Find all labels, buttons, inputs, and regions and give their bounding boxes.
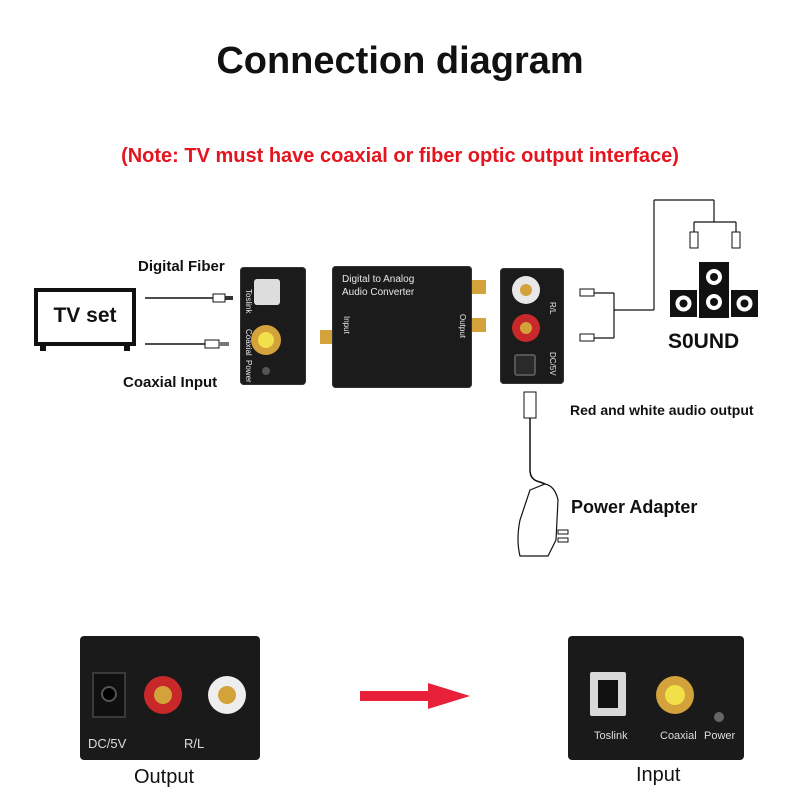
input-coaxial-port-icon (656, 676, 694, 714)
coaxial-port-icon (251, 325, 281, 355)
input-toslink-port-icon (590, 672, 626, 716)
converter-rca-side-1-icon (472, 280, 486, 294)
output-photo-dc-label: DC/5V (88, 736, 127, 751)
output-panel-view: R/L DC/5V (500, 268, 564, 384)
adapter-prong-2 (557, 537, 569, 543)
fiber-plug-tip (225, 296, 233, 300)
right-arrow-icon (360, 683, 470, 709)
rca-white-port-icon (512, 276, 540, 304)
coaxial-label-front: Coaxial (244, 329, 253, 356)
input-photo-power-label: Power (704, 730, 736, 742)
output-dc-jack-icon (92, 672, 126, 718)
input-photo-toslink-label: Toslink (594, 730, 628, 742)
output-rca-red-icon (144, 676, 182, 714)
toslink-label-front: Toslink (244, 289, 253, 314)
adapter-prong-1 (557, 529, 569, 535)
power-cable (529, 418, 546, 485)
converter-box: Digital to Analog Audio Converter Input … (332, 266, 472, 388)
tv-stand-right (124, 345, 130, 351)
note-text: (Note: TV must have coaxial or fiber opt… (121, 145, 679, 167)
coaxial-plug-icon (204, 339, 220, 349)
converter-top-text-1: Digital to Analog (342, 274, 415, 285)
power-led-icon (262, 367, 270, 375)
dc-plug-icon (523, 391, 537, 419)
converter-top-text-2: Audio Converter (342, 287, 415, 298)
input-photo-coaxial-label: Coaxial (660, 730, 697, 742)
speaker-plug-left-icon (689, 231, 699, 249)
coaxial-plug-tip (219, 342, 229, 346)
coaxial-input-label: Coaxial Input (123, 374, 218, 391)
output-photo-rl-label: R/L (184, 736, 205, 751)
sound-label: S0UND (668, 330, 740, 353)
speaker-plug-right-icon (731, 231, 741, 249)
dc-port-icon (514, 354, 536, 376)
converter-rca-side-2-icon (472, 318, 486, 332)
power-adapter-icon (517, 483, 559, 557)
tv-label: TV set (53, 304, 117, 327)
rca-plug-red-icon (579, 333, 595, 342)
output-rca-white-icon (208, 676, 246, 714)
fiber-plug-icon (212, 293, 226, 303)
rca-red-port-icon (512, 314, 540, 342)
converter-coax-side-icon (320, 330, 332, 344)
toslink-port-icon (254, 279, 280, 305)
power-adapter-label: Power Adapter (571, 497, 698, 517)
tv-stand-left (40, 345, 46, 351)
rl-label-front: R/L (548, 302, 557, 315)
converter-side-input: Input (342, 316, 351, 334)
power-label-front: Power (244, 360, 253, 383)
red-white-output-label: Red and white audio output (570, 402, 754, 418)
digital-fiber-label: Digital Fiber (138, 258, 225, 275)
rca-plug-white-icon (579, 288, 595, 297)
input-power-led-icon (714, 712, 724, 722)
input-photo: Toslink Coaxial Power (568, 636, 744, 760)
dc-label-front: DC/5V (548, 352, 557, 376)
output-caption: Output (134, 766, 195, 788)
input-caption: Input (636, 764, 681, 786)
speaker-system-icon (670, 262, 758, 318)
output-photo: DC/5V R/L (80, 636, 260, 760)
tv-set-icon: TV set (34, 288, 136, 351)
converter-side-output: Output (458, 314, 467, 339)
input-panel-view: Toslink Coaxial Power (240, 267, 306, 385)
diagram-title: Connection diagram (216, 40, 584, 82)
